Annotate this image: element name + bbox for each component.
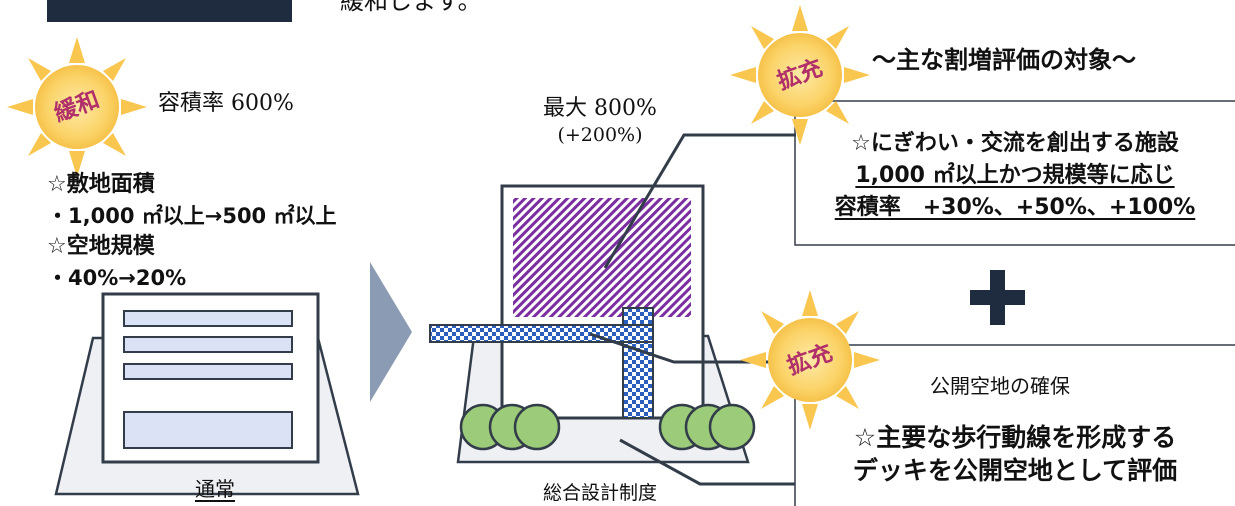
open-space-value: ・40%→20% [47, 266, 187, 290]
header-block [47, 0, 292, 22]
trees-left [459, 403, 561, 451]
right-top-line-1: ☆にぎわい・交流を創出する施設 [851, 131, 1179, 156]
left-window-1 [123, 310, 293, 327]
right-top-line-2: 1,000 ㎡以上かつ規模等に応じ [855, 163, 1175, 188]
site-area-title: ☆敷地面積 [47, 172, 155, 197]
right-bottom-line-2: デッキを公開空地として評価 [852, 456, 1178, 485]
left-window-3 [123, 363, 293, 380]
left-window-2 [123, 336, 293, 353]
left-far-label: 容積率 600% [158, 91, 294, 116]
sun-badge-left [7, 37, 147, 177]
plus-icon [970, 270, 1025, 325]
left-caption: 通常 [195, 477, 235, 501]
sun-badge-top [730, 5, 870, 145]
bonus-floor-area-hatch [513, 198, 691, 317]
callout-line-bottom [619, 438, 795, 486]
transition-arrow [370, 262, 412, 402]
sun-badge-bottom [740, 290, 880, 430]
far-increase-label: (+200%) [557, 124, 643, 146]
deck-horizontal [429, 324, 654, 343]
right-top-panel-border [794, 100, 1235, 246]
left-entrance [123, 411, 293, 449]
max-far-label: 最大 800% [543, 96, 657, 121]
right-top-line-3: 容積率 +30%、+50%、+100% [834, 195, 1196, 220]
header-cut-text: 緩和します。 [340, 0, 482, 15]
right-top-heading: ～主な割増評価の対象～ [872, 46, 1136, 74]
site-area-value: ・1,000 ㎡以上→500 ㎡以上 [47, 204, 337, 228]
open-space-title: ☆空地規模 [47, 234, 155, 259]
middle-caption: 総合設計制度 [542, 482, 657, 504]
callout-line-top [603, 133, 796, 269]
right-bottom-title: 公開空地の確保 [930, 374, 1070, 398]
trees-right [658, 403, 756, 451]
right-bottom-line-1: ☆主要な歩行動線を形成する [853, 423, 1177, 452]
